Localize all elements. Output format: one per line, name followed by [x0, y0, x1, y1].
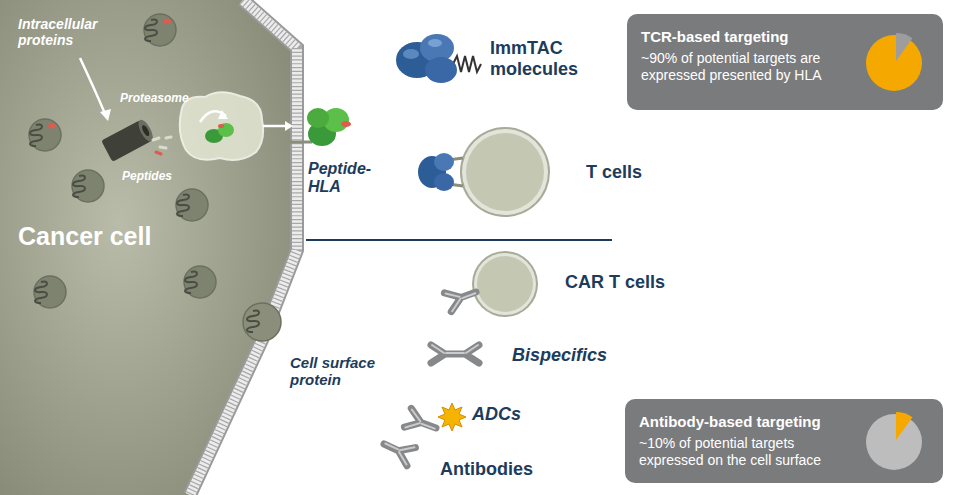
label-holder: Cell surface protein — [290, 354, 400, 389]
label-holder: Intracellular proteins — [18, 16, 136, 48]
modality-label: Antibodies — [440, 459, 533, 480]
modality-label: Bispecifics — [512, 345, 607, 366]
box-heading: Antibody-based targeting — [639, 413, 839, 432]
part-label: Peptide-HLA — [308, 160, 378, 197]
t-cell-icon — [418, 127, 550, 217]
pie-chart — [863, 409, 927, 473]
label-holder: Proteasome — [120, 92, 189, 106]
part-label: Peptides — [122, 170, 172, 184]
part-label: Proteasome — [120, 92, 189, 106]
separator-line — [306, 239, 612, 241]
info-box: TCR-based targeting ~90% of potential tar… — [627, 14, 943, 110]
label-holder: CAR T cells — [565, 272, 665, 293]
modality-label: T cells — [586, 162, 642, 183]
cell-title: Cancer cell — [18, 222, 151, 251]
antibody-icon — [380, 435, 416, 466]
part-label: Cell surface protein — [290, 354, 400, 389]
box-body: ~10% of potential targets expressed on t… — [639, 435, 839, 470]
info-box: Antibody-based targeting ~10% of potentia… — [625, 399, 943, 483]
part-label: Intracellular proteins — [18, 16, 136, 48]
bispecific-icon — [431, 345, 479, 363]
label-holder: Peptides — [122, 170, 172, 184]
label-holder: ImmTAC molecules — [490, 38, 610, 79]
label-holder: Peptide-HLA — [308, 160, 378, 197]
modality-label: ADCs — [472, 404, 521, 425]
modality-label: CAR T cells — [565, 272, 665, 293]
cancer-cell: Cancer cell — [0, 0, 355, 495]
modality-label: ImmTAC molecules — [490, 38, 610, 79]
adc-icon — [404, 403, 466, 437]
car-t-cell-icon — [444, 251, 538, 317]
label-holder: ADCs — [472, 404, 521, 425]
box-body: ~90% of potential targets are expressed … — [641, 50, 839, 85]
label-holder: T cells — [586, 162, 642, 183]
immtac-icon — [396, 34, 481, 83]
box-heading: TCR-based targeting — [641, 28, 839, 47]
pie-chart — [863, 30, 927, 94]
label-holder: Bispecifics — [512, 345, 607, 366]
label-holder: Antibodies — [440, 459, 533, 480]
